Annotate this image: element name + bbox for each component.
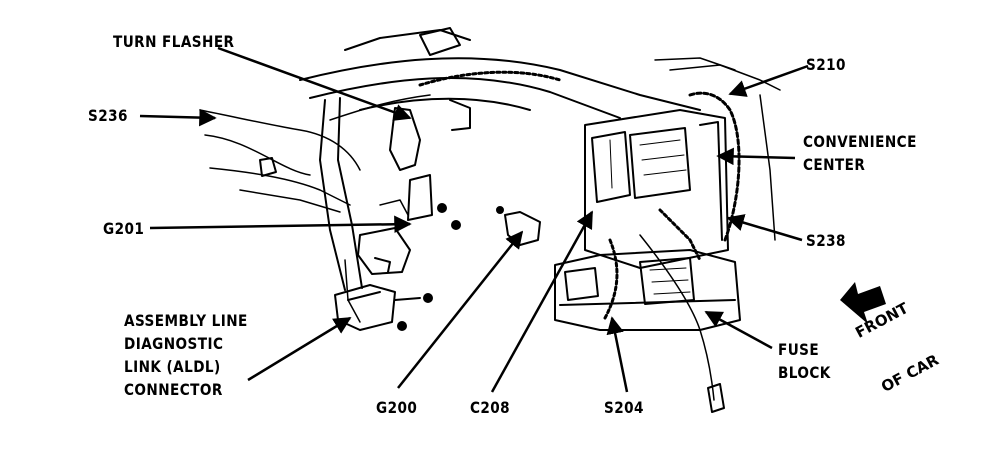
aldl-label-line2: DIAGNOSTIC — [124, 334, 224, 353]
dash-frame-drawing — [199, 27, 781, 413]
aldl-connector-label: ASSEMBLY LINE DIAGNOSTIC LINK (ALDL) CON… — [124, 309, 270, 401]
aldl-label-line3: LINK (ALDL) — [124, 357, 221, 376]
g201-label: G201 — [103, 219, 145, 238]
front-line1: FRONT — [852, 298, 912, 342]
turn-flasher-label: TURN FLASHER — [113, 32, 235, 51]
callout-lines — [139, 46, 809, 393]
s204-label: S204 — [604, 398, 644, 417]
convenience-center-leader — [716, 147, 796, 166]
s204-leader — [606, 316, 629, 393]
g200-leader — [397, 230, 524, 389]
g201-leader — [149, 215, 412, 233]
fuse-block-label: FUSE BLOCK — [778, 338, 840, 384]
s210-leader — [728, 64, 809, 97]
front-line2: OF CAR — [878, 350, 942, 396]
c208-leader — [490, 210, 594, 393]
front-of-car-arrow-icon — [840, 282, 886, 324]
s236-label: S236 — [88, 106, 128, 125]
c208-label: C208 — [470, 398, 511, 417]
convenience-line1: CONVENIENCE — [803, 132, 917, 151]
s238-label: S238 — [806, 231, 846, 250]
convenience-line2: CENTER — [803, 155, 866, 174]
aldl-leader — [247, 316, 352, 382]
turn-flasher-leader — [217, 46, 412, 121]
fuse-block-leader — [704, 310, 773, 350]
fuse-block-line1: FUSE — [778, 340, 820, 359]
aldl-label-line4: CONNECTOR — [124, 380, 223, 399]
s238-leader — [726, 214, 803, 242]
convenience-center-label: CONVENIENCE CENTER — [803, 130, 937, 176]
s210-label: S210 — [806, 55, 846, 74]
g200-label: G200 — [376, 398, 418, 417]
s236-leader — [139, 108, 217, 127]
fuse-block-line2: BLOCK — [778, 363, 831, 382]
aldl-label-line1: ASSEMBLY LINE — [124, 311, 248, 330]
